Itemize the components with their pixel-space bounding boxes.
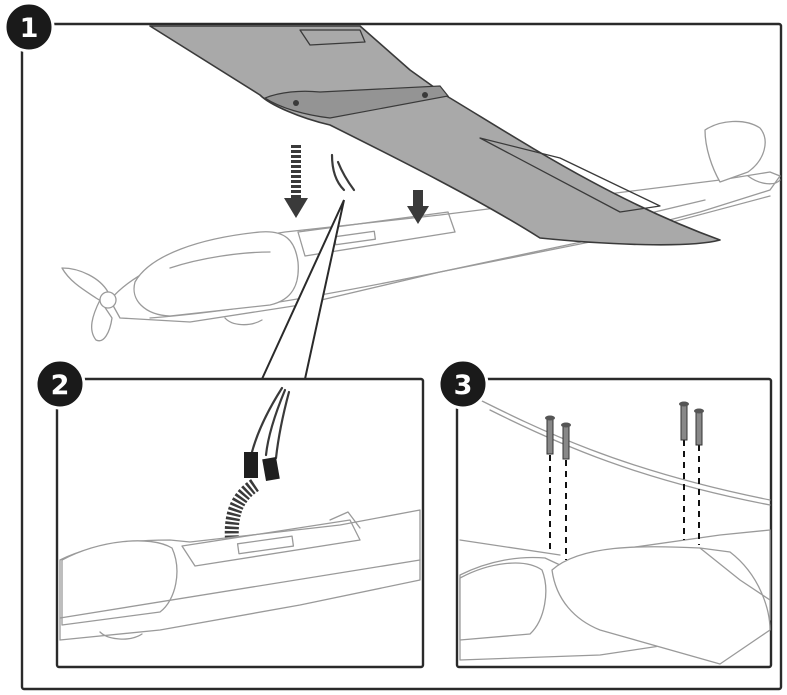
panel-2 bbox=[55, 377, 425, 669]
step-badge-3: 3 bbox=[437, 358, 489, 410]
screw-icon bbox=[679, 401, 689, 441]
connector-icon bbox=[262, 456, 280, 482]
step-number: 3 bbox=[454, 370, 473, 401]
down-arrow-icon bbox=[284, 145, 308, 218]
connector-icon bbox=[244, 452, 258, 478]
step-number: 1 bbox=[20, 13, 39, 44]
panel-3 bbox=[455, 377, 773, 669]
step-number: 2 bbox=[51, 370, 70, 401]
wire-harness bbox=[330, 153, 356, 192]
step-badge-2: 2 bbox=[34, 358, 86, 410]
down-arrow-icon bbox=[407, 190, 429, 224]
screw-icon bbox=[561, 422, 571, 460]
screw-icon bbox=[694, 408, 704, 446]
panel-1-wing bbox=[149, 25, 721, 246]
screw-icon bbox=[545, 415, 555, 455]
step-badge-1: 1 bbox=[3, 1, 55, 53]
